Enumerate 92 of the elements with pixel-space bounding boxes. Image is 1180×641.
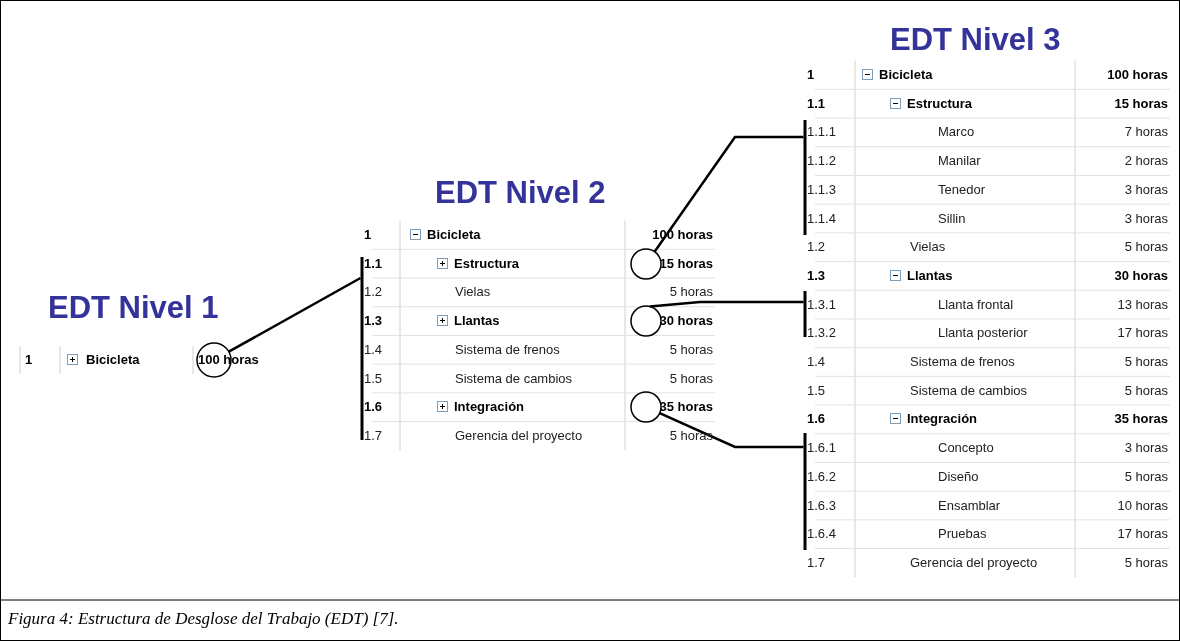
wbs-code: 1.4 [364,341,383,358]
task-name: Sistema de cambios [910,382,1028,399]
wbs-code: 1.1 [364,255,383,272]
bracket-bar [360,257,364,440]
wbs-code: 1.1.4 [807,210,836,227]
task-name: Sillin [938,210,966,227]
wbs-code: 1.1.3 [807,181,836,198]
wbs-code: 1.6.3 [807,497,836,514]
highlight-circle [630,248,662,280]
task-name: Gerencia del proyecto [455,427,583,444]
task-name: Manilar [938,153,981,170]
wbs-code: 1.6 [364,399,383,416]
task-name: Vielas [455,284,491,301]
figure-caption: Figura 4: Estructura de Desglose del Trabajo (EDT) [7]. [8,609,399,629]
task-name: Pruebas [938,526,987,543]
task-name: Bicicleta [879,67,933,83]
task-name: Sistema de frenos [910,354,1015,370]
highlight-circle [630,391,662,423]
duration: 5 horas [1123,468,1168,485]
task-name: Marco [938,124,975,141]
duration: 17 horas [1116,526,1168,543]
wbs-code: 1.6.4 [807,526,836,543]
duration: 3 horas [1123,440,1168,457]
task-name: Llantas [454,313,500,330]
duration: 10 horas [1116,497,1168,514]
wbs-code: 1.5 [807,382,826,399]
wbs-code: 1.3.2 [807,325,836,342]
task-name: Integración [454,399,525,416]
duration: 15 horas [658,255,713,272]
duration: 5 horas [668,284,713,301]
wbs-code: 1.1.1 [807,124,836,141]
task-name: Bicicleta [86,352,140,368]
task-name: Integración [907,411,978,428]
task-name: Diseño [938,468,979,485]
wbs-code: 1.1.2 [807,153,836,170]
task-name: Ensamblar [938,497,1001,514]
wbs-code: 1.6.2 [807,468,836,485]
bracket-bar [803,120,807,235]
wbs-code: 1 [25,352,33,368]
wbs-code: 1.1 [807,95,826,112]
task-name: Llanta posterior [938,325,1028,342]
highlight-circle [630,305,662,337]
duration: 13 horas [1116,296,1168,313]
duration: 15 horas [1113,95,1168,112]
connector-line [228,276,362,353]
wbs-code: 1.3 [364,313,383,330]
wbs-code: 1.2 [807,239,826,256]
duration: 7 horas [1123,124,1168,141]
duration: 5 horas [668,427,713,444]
task-name: Estructura [454,255,520,272]
task-name: Sistema de frenos [455,341,560,358]
duration: 17 horas [1116,325,1168,342]
wbs-code: 1 [807,67,815,83]
wbs-code: 1.5 [364,370,383,387]
duration: 5 horas [668,341,713,358]
bracket-bar [803,433,807,550]
connector-line [649,300,804,308]
duration: 5 horas [1123,354,1168,370]
duration: 5 horas [1123,554,1168,571]
duration: 5 horas [1123,239,1168,256]
wbs-code: 1.6.1 [807,440,836,457]
task-name: Estructura [907,95,973,112]
task-name: Bicicleta [427,227,481,243]
task-name: Llanta frontal [938,296,1014,313]
connector-line [653,135,804,253]
wbs-code: 1.6 [807,411,826,428]
duration: 5 horas [668,370,713,387]
task-name: Sistema de cambios [455,370,573,387]
duration: 3 horas [1123,181,1168,198]
wbs-code: 1.3 [807,267,826,284]
task-name: Concepto [938,440,994,457]
duration: 5 horas [1123,382,1168,399]
task-name: Tenedor [938,181,985,198]
task-name: Llantas [907,267,953,284]
duration: 35 horas [1113,411,1168,428]
wbs-code: 1.7 [807,554,826,571]
connector-line [659,412,804,449]
level-heading: EDT Nivel 1 [48,291,219,325]
level-heading: EDT Nivel 3 [890,23,1061,57]
duration: 30 horas [1113,267,1168,284]
wbs-code: 1 [364,227,372,243]
duration: 2 horas [1123,153,1168,170]
wbs-code: 1.4 [807,354,826,370]
task-name: Gerencia del proyecto [910,554,1038,571]
wbs-code: 1.2 [364,284,383,301]
task-name: Vielas [910,239,946,256]
bracket-bar [803,291,807,337]
duration: 100 horas [1106,67,1168,83]
wbs-code: 1.3.1 [807,296,836,313]
duration: 3 horas [1123,210,1168,227]
level-heading: EDT Nivel 2 [435,176,606,210]
wbs-code: 1.7 [364,427,383,444]
